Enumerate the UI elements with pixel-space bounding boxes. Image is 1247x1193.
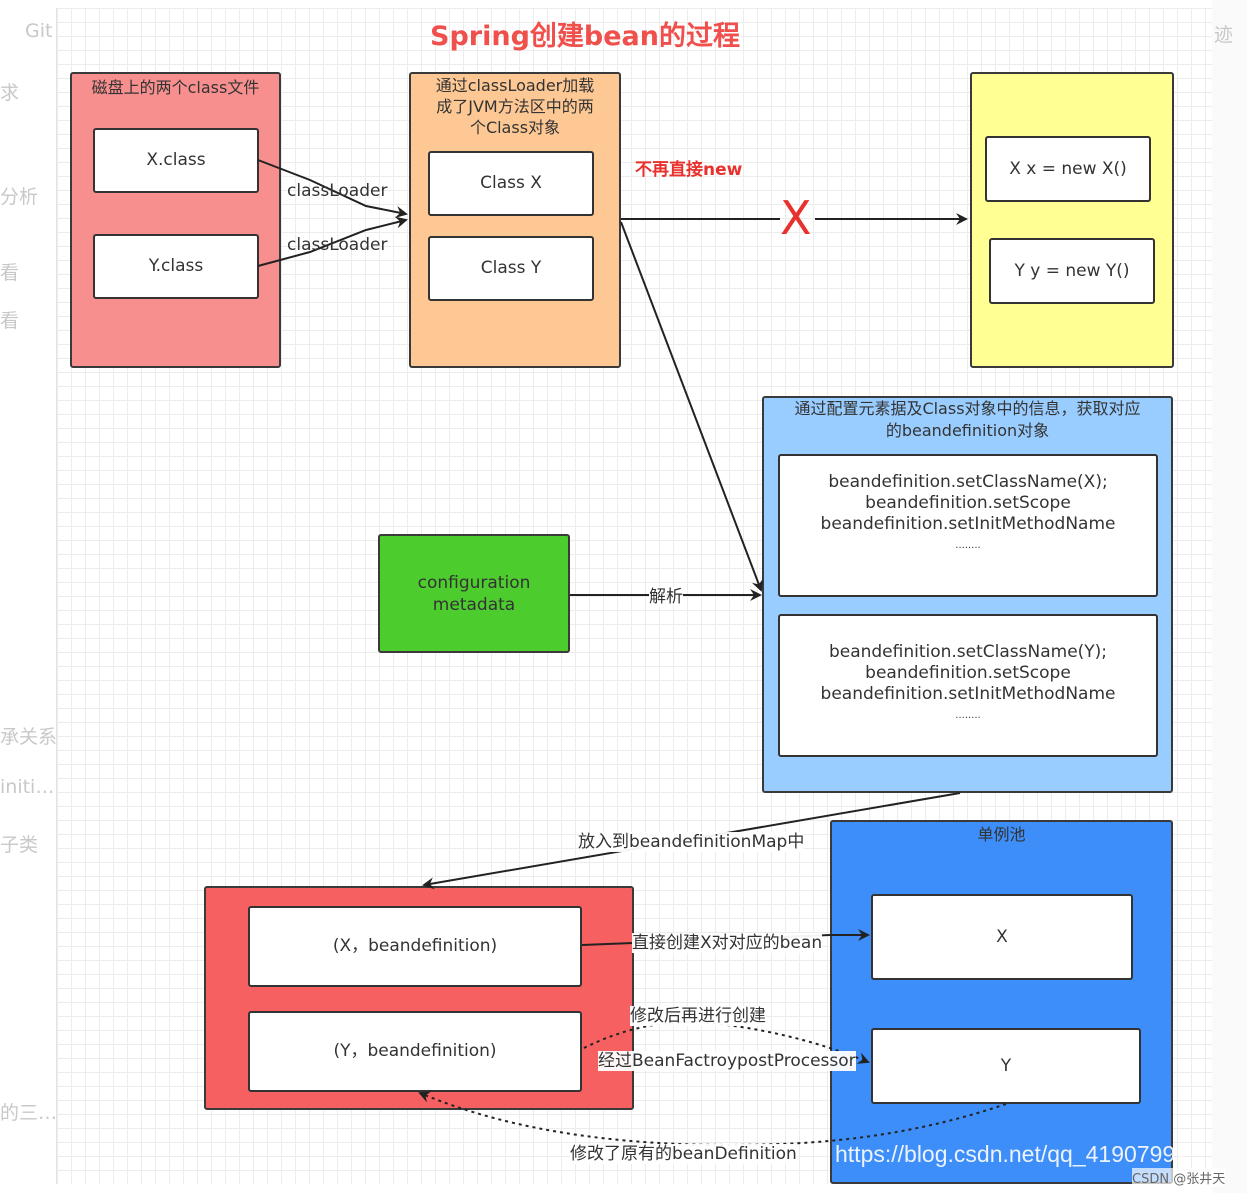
map-entry-x: (X，beandefinition)	[248, 906, 582, 987]
beandefinition-x-box: beandefinition.setClassName(X); beandefi…	[778, 454, 1158, 597]
side-text-5: 承关系	[0, 726, 58, 748]
configuration-metadata-box: configuration metadata	[378, 534, 570, 653]
classloader-edge-y	[257, 216, 408, 267]
singleton-y-bean: Y	[871, 1028, 1141, 1104]
no-new-label: 不再直接new	[635, 160, 743, 180]
map-entry-y: (Y，beandefinition)	[248, 1011, 582, 1092]
right-panel	[1212, 0, 1247, 1193]
y-new-box: Y y = new Y()	[989, 238, 1155, 304]
beandef-y-line-1: beandefinition.setClassName(Y);	[828, 642, 1108, 662]
side-text-8: 的三…	[0, 1102, 58, 1124]
class-y-object: Class Y	[428, 236, 594, 301]
classloader-label-2: classLoader	[287, 235, 388, 255]
singleton-pool-group: 单例池 X Y	[830, 820, 1173, 1184]
beandef-y-line-2: beandefinition.setScope	[865, 663, 1071, 683]
beandefinition-y-box: beandefinition.setClassName(Y); beandefi…	[778, 614, 1158, 757]
classloader-label-1: classLoader	[287, 181, 388, 201]
watermark-credit: CSDN @张井天	[1132, 1168, 1226, 1187]
side-text-2: 分析	[0, 186, 39, 208]
y-class-file: Y.class	[93, 234, 259, 299]
side-text-4: 看	[0, 310, 20, 332]
beandef-x-line-1: beandefinition.setClassName(X);	[828, 472, 1108, 492]
beandefinition-group: 通过配置元素据及Class对象中的信息，获取对应 的beandefinition…	[762, 396, 1173, 793]
jvm-group-title-3: 个Class对象	[469, 118, 561, 137]
direct-new-group: X x = new X() Y y = new Y()	[970, 72, 1174, 368]
side-text-9: 迹	[1214, 24, 1234, 46]
create-x-label: 直接创建X对对应的bean	[632, 933, 823, 953]
beandef-group-title-2: 的beandefinition对象	[885, 421, 1050, 440]
config-line-2: metadata	[432, 594, 516, 615]
modify-create-label: 修改后再进行创建	[630, 1006, 766, 1026]
singleton-x-bean: X	[871, 894, 1133, 980]
side-text-git: Git	[25, 20, 53, 42]
beandef-x-line-4: ........	[955, 540, 981, 551]
jvm-to-beandef-edge	[620, 221, 764, 592]
disk-group-title: 磁盘上的两个class文件	[91, 78, 260, 97]
beandef-x-line-2: beandefinition.setScope	[865, 493, 1071, 513]
diagram-title: Spring创建bean的过程	[430, 21, 740, 52]
cross-mark: X	[780, 191, 812, 245]
modified-def-label: 修改了原有的beanDefinition	[570, 1144, 797, 1164]
beandef-x-line-3: beandefinition.setInitMethodName	[820, 514, 1116, 534]
classloader-edge-x	[257, 159, 408, 218]
side-text-3: 看	[0, 262, 20, 284]
put-map-label: 放入到beandefinitionMap中	[578, 832, 805, 852]
class-x-object: Class X	[428, 151, 594, 216]
modified-def-edge	[418, 1091, 1007, 1146]
disk-class-files-group: 磁盘上的两个class文件 X.class Y.class	[70, 72, 281, 368]
processor-label: 经过BeanFactroypostProcessor	[598, 1051, 856, 1071]
jvm-class-objects-group: 通过classLoader加载 成了JVM方法区中的两 个Class对象 Cla…	[409, 72, 621, 368]
beandef-y-line-3: beandefinition.setInitMethodName	[820, 684, 1116, 704]
parse-label: 解析	[649, 587, 683, 607]
side-text-6: initi…	[0, 776, 55, 798]
beandef-y-line-4: ........	[955, 710, 981, 721]
jvm-group-title-1: 通过classLoader加载	[435, 76, 595, 95]
config-line-1: configuration	[417, 572, 531, 593]
side-text-7: 子类	[0, 834, 39, 856]
jvm-group-title-2: 成了JVM方法区中的两	[436, 97, 594, 116]
x-class-file: X.class	[93, 128, 259, 193]
side-text-1: 求	[0, 82, 20, 104]
beandefinition-map-group: (X，beandefinition) (Y，beandefinition)	[204, 886, 634, 1110]
beandef-group-title-1: 通过配置元素据及Class对象中的信息，获取对应	[794, 399, 1141, 418]
singleton-pool-title: 单例池	[977, 825, 1026, 844]
x-new-box: X x = new X()	[985, 136, 1151, 202]
watermark-url: https://blog.csdn.net/qq_41907991	[835, 1141, 1188, 1167]
